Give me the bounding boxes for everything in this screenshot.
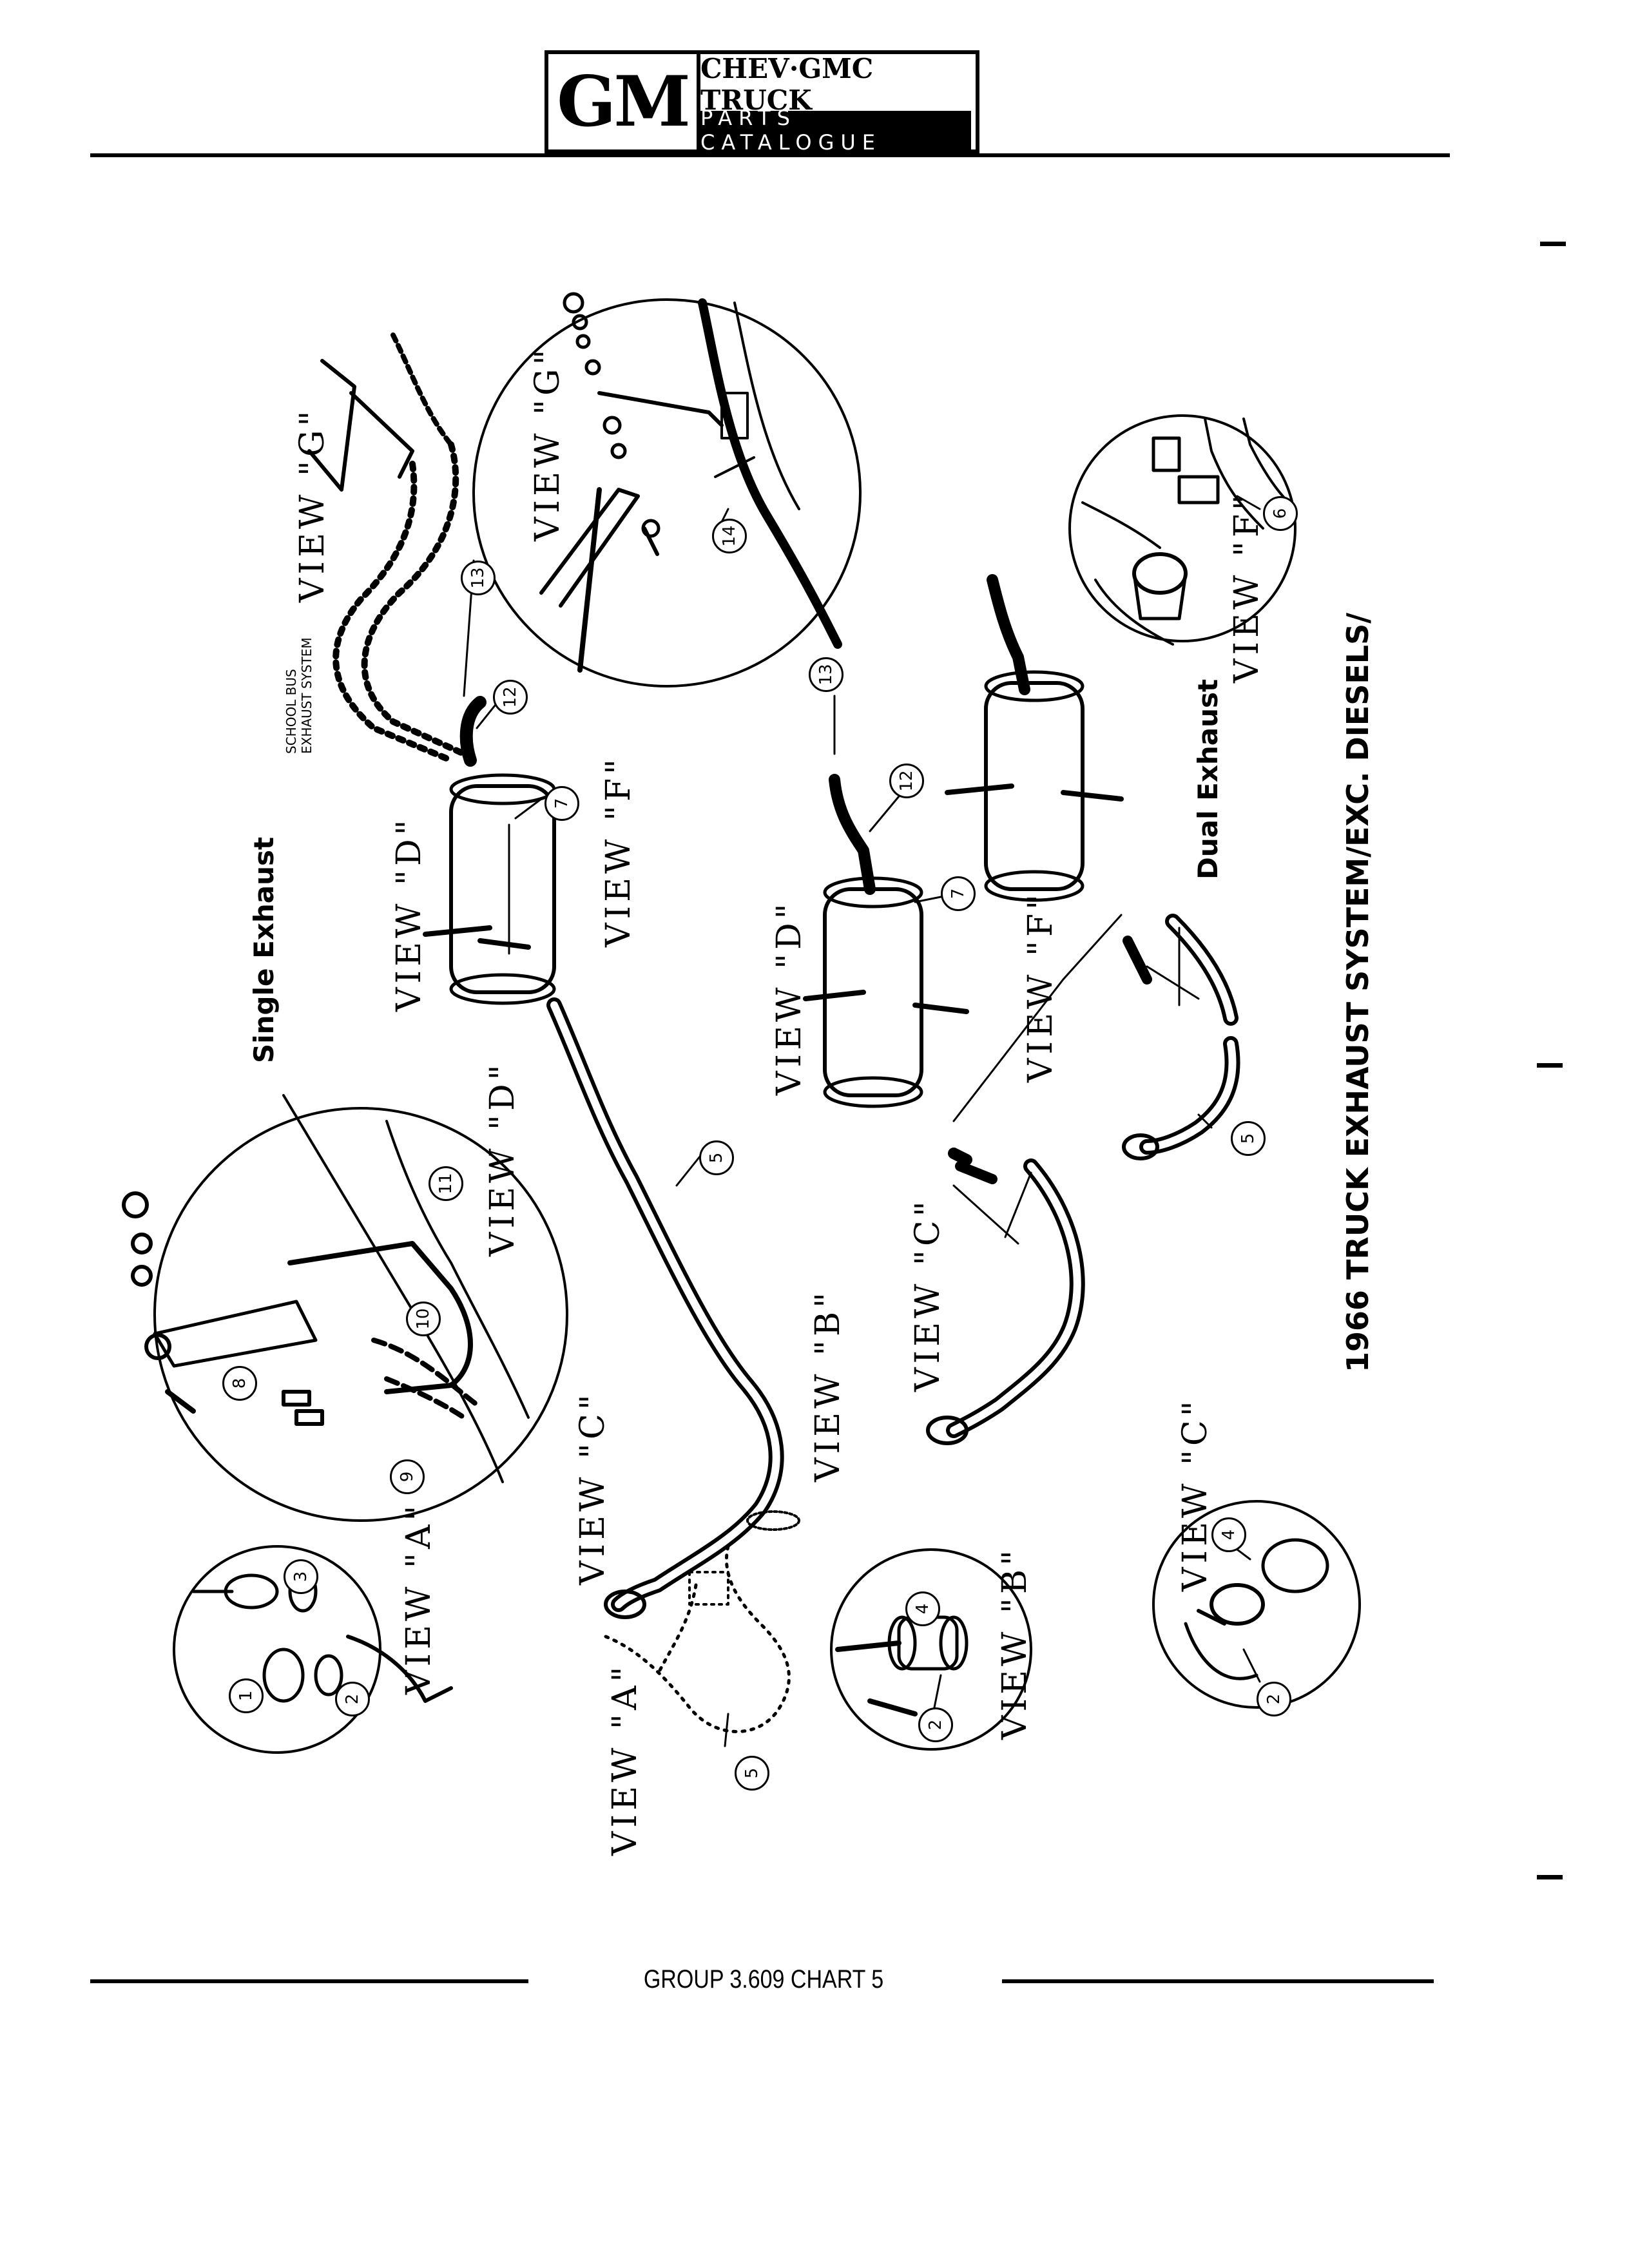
- callout-13-top: 13: [461, 561, 496, 595]
- view-d-label-dual: VIEW "D": [770, 899, 809, 1095]
- view-f-detail-circle: [1068, 414, 1296, 642]
- callout-12-single: 12: [493, 680, 528, 715]
- callout-6: 6: [1263, 496, 1298, 531]
- view-c-label-detail: VIEW "C": [1176, 1397, 1215, 1591]
- single-exhaust-subtitle: Single Exhaust: [248, 836, 280, 1063]
- footer-group-chart-label: GROUP 3.609 CHART 5: [643, 1965, 884, 1994]
- callout-4-view-b: 4: [905, 1591, 940, 1626]
- callout-12-dual: 12: [889, 764, 924, 798]
- view-d-detail-circle: [153, 1107, 568, 1522]
- view-a-detail-circle: [173, 1545, 381, 1754]
- view-g-detail-circle: [472, 298, 862, 687]
- gm-parts-catalogue-logo: GM CHEV·GMC TRUCK PARTS CATALOGUE: [545, 50, 979, 155]
- callout-1: 1: [229, 1678, 264, 1713]
- callout-5-single: 5: [699, 1140, 734, 1175]
- callout-5-dotted: 5: [735, 1756, 769, 1791]
- callout-13-dual: 13: [809, 657, 843, 692]
- view-d-label-single: VIEW "D": [390, 816, 429, 1012]
- view-d-label-detail: VIEW "D": [483, 1061, 522, 1256]
- view-b-detail-circle: [830, 1548, 1032, 1751]
- callout-10: 10: [406, 1302, 441, 1336]
- view-a-label-bottom: VIEW "A": [606, 1662, 644, 1856]
- header-rule: [90, 153, 1450, 157]
- margin-mark-middle: [1537, 1063, 1563, 1068]
- gm-logo-mark: GM: [548, 54, 700, 149]
- margin-mark-top: [1540, 242, 1566, 246]
- school-bus-label-line1: SCHOOL BUS: [284, 669, 299, 754]
- callout-3: 3: [284, 1559, 318, 1594]
- view-f-label-single: VIEW "F": [599, 755, 638, 947]
- view-f-label-detail: VIEW "F": [1228, 491, 1266, 683]
- margin-mark-bottom: [1537, 1875, 1563, 1879]
- view-c-label-single: VIEW "C": [574, 1390, 612, 1585]
- callout-11: 11: [429, 1166, 463, 1201]
- callout-8: 8: [222, 1366, 257, 1401]
- footer-rule-right: [1002, 1979, 1434, 1983]
- view-f-label-dual: VIEW "F": [1021, 890, 1060, 1082]
- view-a-label-detail: VIEW "A": [400, 1501, 438, 1695]
- view-c-label-dual: VIEW "C": [909, 1197, 947, 1392]
- dual-exhaust-subtitle: Dual Exhaust: [1192, 678, 1224, 879]
- callout-7-single: 7: [545, 786, 579, 821]
- callout-2-view-b: 2: [918, 1707, 953, 1742]
- view-g-label-detail: VIEW "G": [528, 345, 567, 541]
- callout-5-dual: 5: [1231, 1121, 1266, 1156]
- view-g-label-left: VIEW "G": [293, 407, 332, 602]
- view-b-label-detail: VIEW "B": [996, 1546, 1034, 1740]
- view-c-detail-circle: [1152, 1500, 1361, 1709]
- callout-2-view-a: 2: [335, 1682, 370, 1716]
- footer-rule-left: [90, 1979, 528, 1983]
- view-b-label-single: VIEW "B": [809, 1288, 847, 1482]
- diagram-title: 1966 TRUCK EXHAUST SYSTEM/EXC. DIESELS/: [1340, 612, 1375, 1372]
- callout-14: 14: [712, 519, 747, 553]
- callout-7-dual: 7: [941, 876, 976, 911]
- callout-9: 9: [390, 1459, 425, 1494]
- school-bus-label-line2: EXHAUST SYSTEM: [299, 637, 314, 754]
- school-bus-label: SCHOOL BUS EXHAUST SYSTEM: [284, 637, 314, 754]
- callout-2-view-c: 2: [1257, 1682, 1291, 1716]
- callout-4-view-c: 4: [1211, 1517, 1246, 1552]
